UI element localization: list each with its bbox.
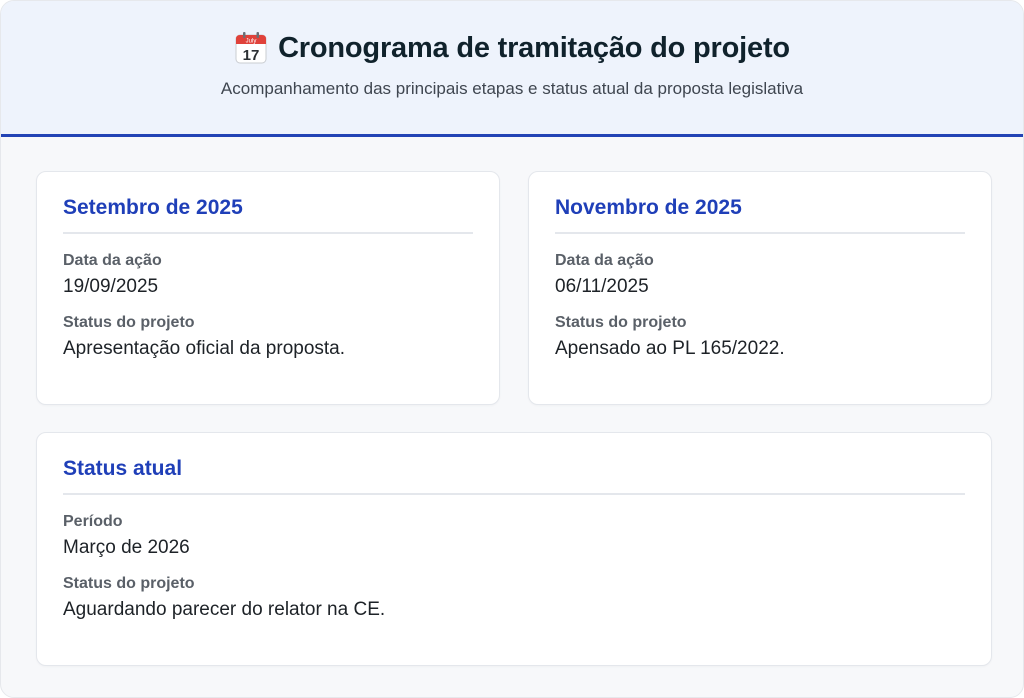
- calendar-month: July: [246, 39, 257, 45]
- action-date-label: Data da ação: [63, 252, 162, 269]
- timeline-card-september: Setembro de 2025 Data da ação 19/09/2025…: [36, 171, 500, 405]
- current-status-card: Status atual Período Março de 2026 Statu…: [36, 432, 992, 666]
- calendar-day: 17: [243, 47, 260, 64]
- period-label: Período: [63, 513, 123, 530]
- card-heading: Status atual: [63, 457, 965, 495]
- project-status-label: Status do projeto: [63, 575, 195, 592]
- page-subtitle: Acompanhamento das principais etapas e s…: [220, 79, 804, 98]
- page-title: Cronograma de tramitação do projeto: [278, 31, 790, 64]
- project-status-label: Status do projeto: [63, 314, 195, 331]
- action-date-value: 06/11/2025: [555, 276, 649, 297]
- action-date-value: 19/09/2025: [63, 276, 159, 297]
- period-value: Março de 2026: [63, 537, 190, 558]
- project-status-value: Apresentação oficial da proposta.: [63, 338, 346, 359]
- card-heading: Setembro de 2025: [63, 196, 473, 234]
- title-row: July 17 Cronograma de tramitação do proj…: [1, 31, 1023, 65]
- calendar-icon: July 17: [234, 31, 268, 65]
- timeline-card-november: Novembro de 2025 Data da ação 06/11/2025…: [528, 171, 992, 405]
- page-header: July 17 Cronograma de tramitação do proj…: [1, 1, 1023, 137]
- action-date-label: Data da ação: [555, 252, 654, 269]
- card-heading: Novembro de 2025: [555, 196, 965, 234]
- project-status-value: Aguardando parecer do relator na CE.: [63, 599, 386, 620]
- project-status-value: Apensado ao PL 165/2022.: [555, 338, 785, 359]
- project-status-label: Status do projeto: [555, 314, 687, 331]
